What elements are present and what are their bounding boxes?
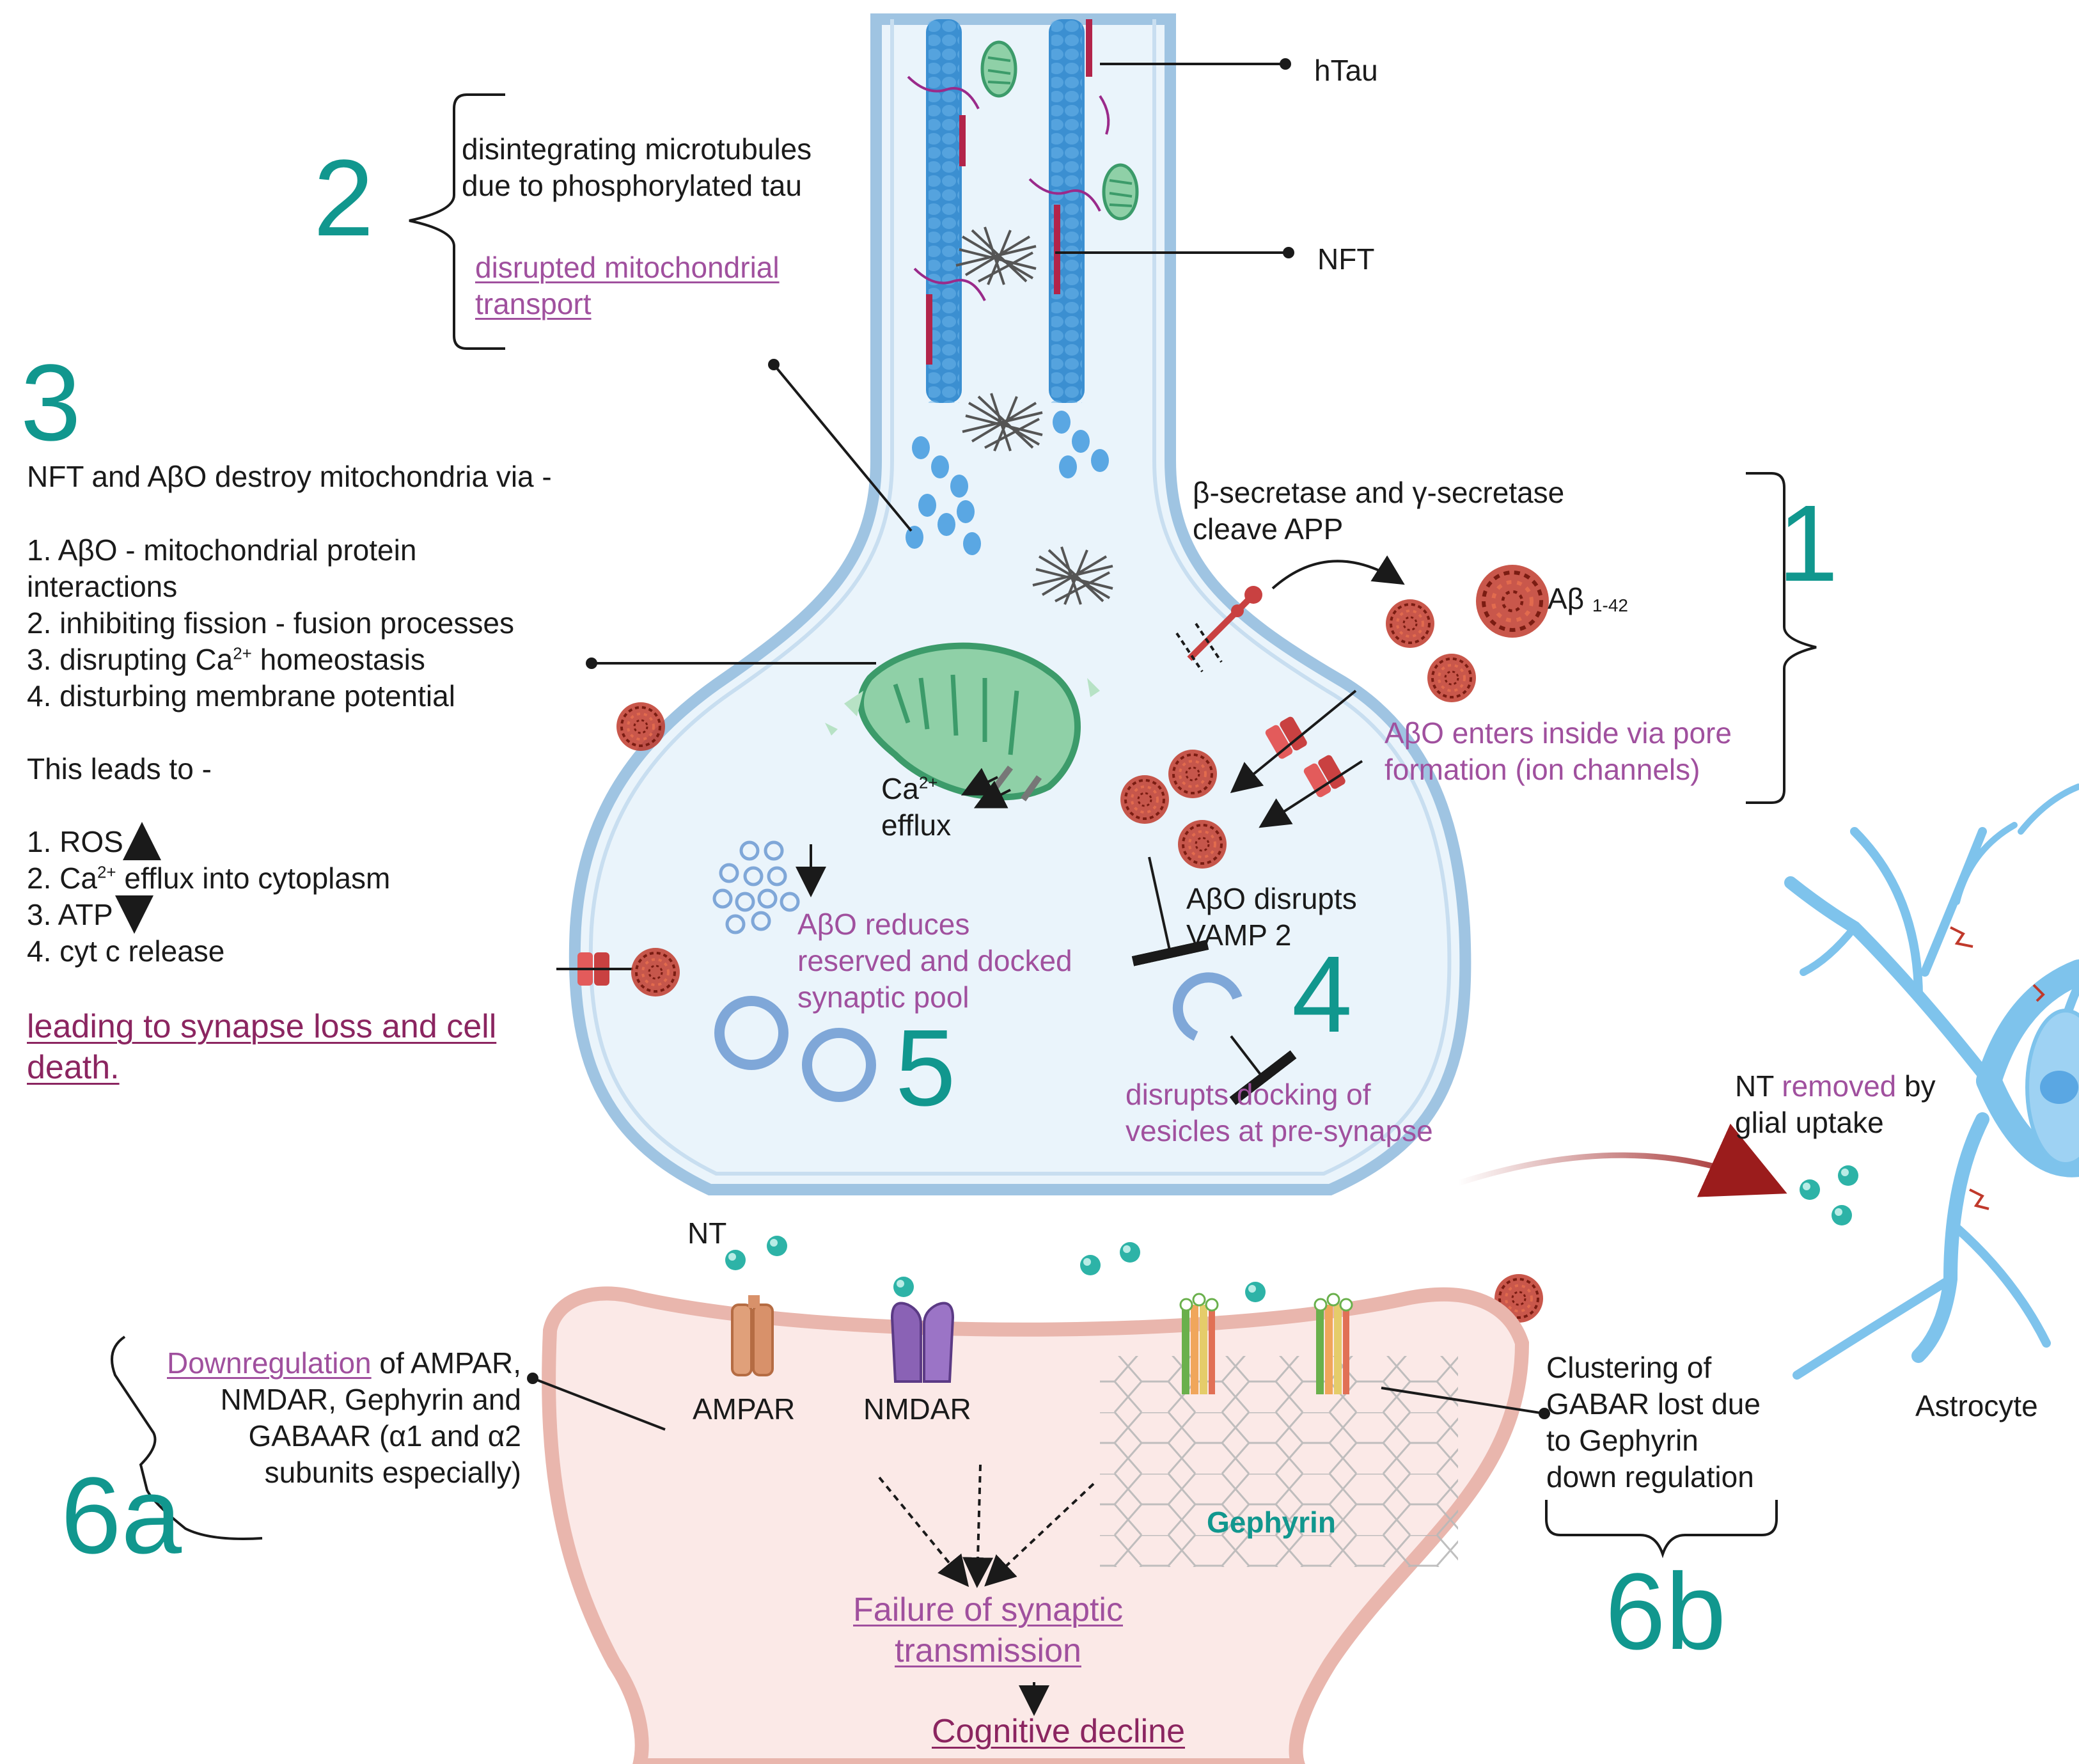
brace-2 [409,93,505,350]
section-3-heading: NFT and AβO destroy mitochondria via - [27,460,552,493]
amyloid-aggregate [1426,652,1477,704]
downregulation-link[interactable]: Downregulation [167,1346,372,1380]
mechanism-4: 4. disturbing membrane potential [27,679,455,713]
brace-6a [111,1335,263,1540]
mitochondrion-small-2 [1102,163,1139,221]
glial-uptake-line-2: glial uptake [1735,1106,1884,1139]
mitochondrial-transport-link-2[interactable]: transport [475,287,592,320]
downregulation-line-4: subunits especially) [264,1456,521,1489]
clustering-line-1: Clustering of [1546,1351,1712,1384]
nt-molecule [1832,1205,1852,1225]
htau-label: hTau [1314,54,1378,87]
mechanism-1a: 1. AβO - mitochondrial protein [27,533,417,567]
nt-molecule [1245,1282,1266,1302]
vamp-line-1: AβO disrupts [1186,882,1357,915]
leads-to-heading: This leads to - [27,752,212,785]
mitochondrion-small-1 [980,40,1017,98]
amyloid-aggregate [630,947,681,998]
amyloid-aggregate [1177,819,1228,870]
nft-label: NFT [1317,242,1375,276]
cleft-nt-label: NT [687,1217,727,1250]
gabaar-receptor-2 [1314,1293,1353,1394]
pool-line-3: synaptic pool [797,980,969,1014]
conclusion-link-1[interactable]: leading to synapse loss and cell [27,1008,497,1045]
glial-uptake-arrow [1457,1123,1787,1197]
microtubule-left [926,19,966,403]
docked-vesicle-1 [714,996,788,1070]
section-4-number: 4 [1292,934,1353,1055]
docked-vesicle-2 [802,1028,876,1102]
mitochondrial-transport-link-1[interactable]: disrupted mitochondrial [475,251,780,284]
nt-molecule [1838,1165,1858,1186]
brace-6b [1545,1500,1778,1559]
conclusion-link-2[interactable]: death. [27,1049,120,1086]
docking-line-1: disrupts docking of [1126,1078,1371,1111]
section-5-number: 5 [895,1007,956,1129]
docking-line-2: vesicles at pre-synapse [1126,1114,1433,1147]
detached-tubulin [906,411,1109,555]
phospho-tau-strands [907,75,1110,301]
amyloid-aggregate [1385,598,1436,649]
amyloid-aggregate [1119,774,1170,825]
abeta-large [1476,565,1549,638]
mechanism-3: 3. disrupting Ca2+ homeostasis [27,643,425,676]
clustering-line-4: down regulation [1546,1460,1754,1493]
clustering-line-2: GABAR lost due [1546,1387,1761,1421]
nmdar-receptor [890,1302,955,1383]
nt-molecule [767,1236,787,1256]
ampar-label: AMPAR [693,1392,796,1426]
nt-molecule [725,1250,746,1270]
section-6a-number: 6a [61,1455,182,1577]
pool-line-1: AβO reduces [797,908,970,941]
nmdar-label: NMDAR [863,1392,971,1426]
downregulation-line-2: NMDAR, Gephyrin and [220,1383,521,1416]
cognitive-decline-link[interactable]: Cognitive decline [931,1713,1186,1750]
mechanism-2: 2. inhibiting fission - fusion processes [27,606,514,640]
result-ca-efflux: 2. Ca2+ efflux into cytoplasm [27,862,391,895]
section-3-number: 3 [20,342,81,464]
astrocyte-label: Astrocyte [1915,1389,2038,1422]
secretase-line-1: β-secretase and γ-secretase [1193,476,1565,509]
reserve-vesicle-pool [712,840,800,934]
vamp-line-2: VAMP 2 [1186,918,1292,952]
gabaar-receptor-1 [1179,1293,1219,1394]
microtubule-right [1049,19,1092,403]
pore-formation-line-1: AβO enters inside via pore [1385,716,1732,750]
undocked-vesicle [1172,972,1243,1041]
section-2-line-2: due to phosphorylated tau [462,169,802,202]
section-1-number: 1 [1778,483,1839,604]
brace-1 [1746,472,1817,804]
nt-molecule [1120,1242,1140,1263]
abeta-label: Aβ 1-42 [1548,582,1628,615]
efflux-label: efflux [881,808,952,842]
gephyrin-label: Gephyrin [1207,1506,1336,1539]
cleavage-arrow [1271,555,1405,590]
section-6b-number: 6b [1605,1551,1727,1673]
failure-link-1[interactable]: Failure of synaptic [853,1591,1123,1628]
result-atp: 3. ATP [27,898,113,931]
nt-molecule [1800,1179,1820,1200]
downregulation-line-3: GABAAR (α1 and α2 [248,1419,522,1453]
amyloid-aggregate [1167,748,1218,799]
app-protein [1175,586,1262,673]
downregulation-line-1: Downregulation of AMPAR, [167,1346,521,1380]
amyloid-aggregate [615,701,666,752]
nt-molecule [1080,1255,1101,1275]
mechanism-1b: interactions [27,570,178,603]
result-ros: 1. ROS [27,825,123,858]
result-cyt-c: 4. cyt c release [27,934,225,968]
clustering-line-3: to Gephyrin [1546,1424,1699,1457]
ampar-receptor [731,1295,774,1376]
section-2-number: 2 [313,138,374,259]
pore-formation-line-2: formation (ion channels) [1385,753,1700,786]
section-2-line-1: disintegrating microtubules [462,132,812,166]
glial-uptake-line-1: NT removed by [1735,1069,1936,1103]
ca-label: Ca2+ [881,772,938,805]
pool-line-2: reserved and docked [797,944,1072,977]
secretase-line-2: cleave APP [1193,512,1344,546]
nt-molecule [893,1277,914,1297]
failure-link-2[interactable]: transmission [895,1632,1081,1669]
